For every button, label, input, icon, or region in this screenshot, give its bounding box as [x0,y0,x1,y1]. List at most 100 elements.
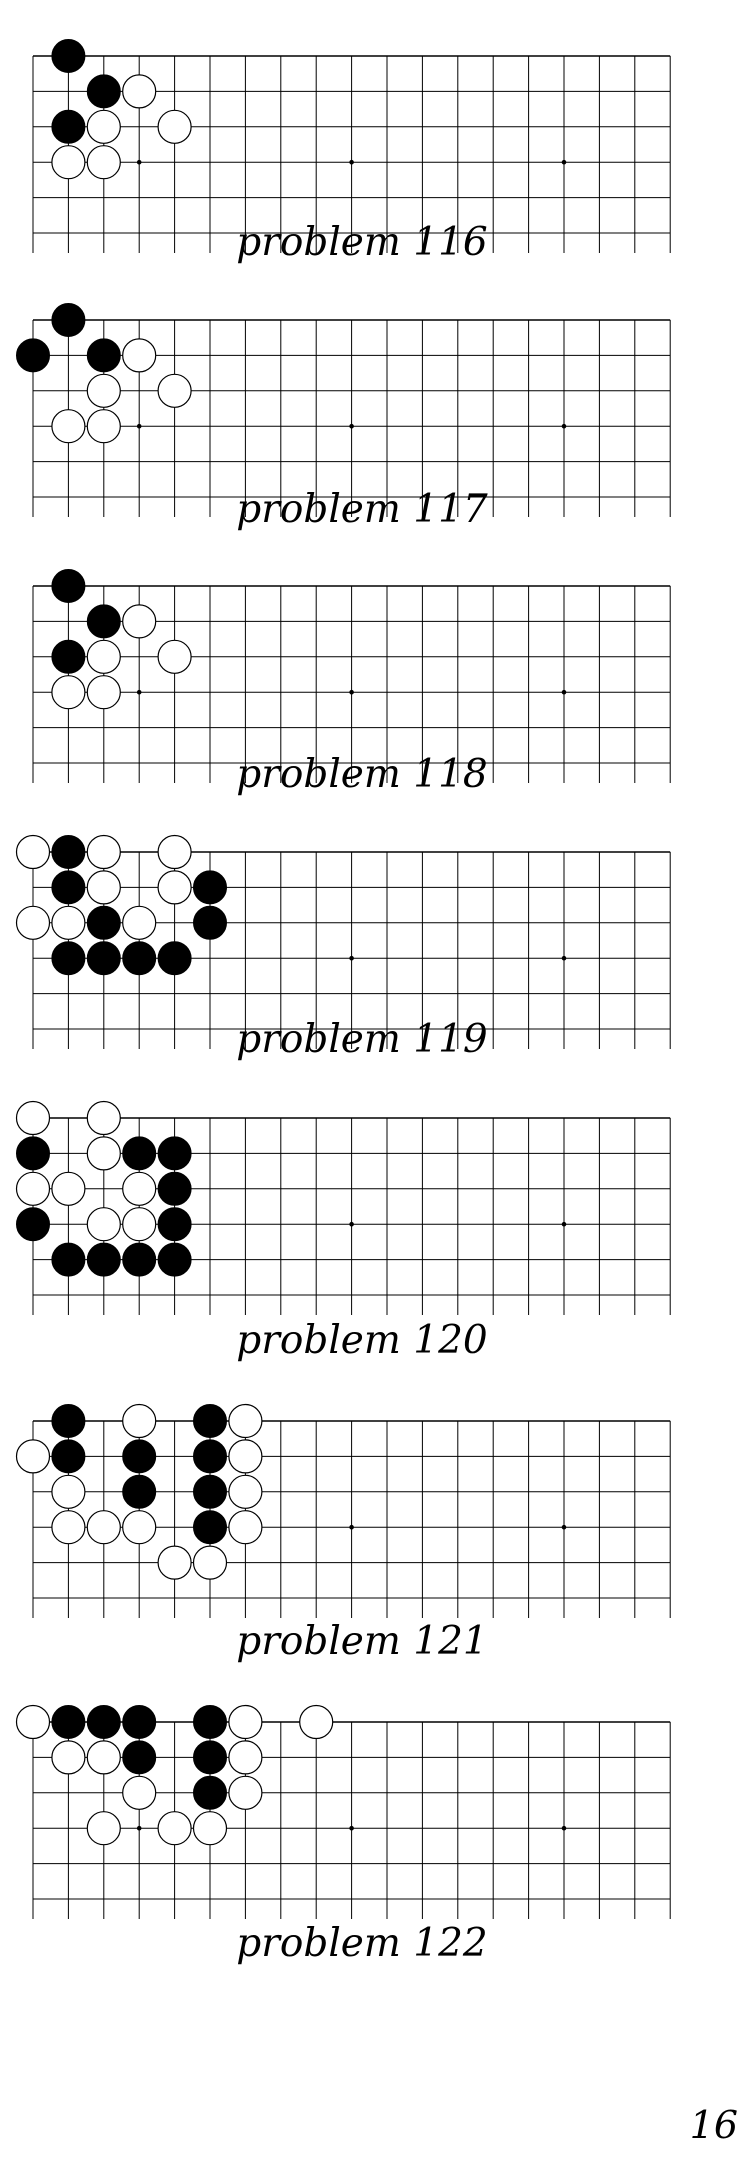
white-stone [157,109,192,144]
black-stone [51,303,86,337]
star-point [349,689,354,695]
white-stone [86,1811,121,1846]
go-board [15,1100,671,1315]
problem-caption: problem 119 [236,1017,488,1062]
black-stone [193,1705,227,1739]
star-point [136,1825,142,1831]
black-stone [193,1510,227,1545]
white-stone [86,409,121,444]
white-stone [157,834,192,870]
white-stone [122,338,157,373]
black-stone [157,1242,192,1277]
white-stone [192,1545,228,1580]
white-stone [86,870,121,905]
black-stone [193,1404,227,1438]
problem-caption: problem 122 [236,1921,488,1966]
white-stone [51,675,86,710]
black-stone [193,1775,227,1810]
white-stone [51,145,86,180]
white-stone [122,1207,157,1242]
black-stone [86,941,121,976]
white-stone [122,74,157,109]
white-stone [51,1171,86,1206]
white-stone [15,1171,51,1206]
black-stone [122,1439,157,1474]
black-stone [51,639,86,674]
white-stone [86,639,121,674]
star-point [561,689,567,695]
black-stone [193,1740,227,1775]
star-point [349,1221,354,1227]
go-diagram-problem-116 [0,20,724,253]
black-stone [86,905,121,940]
page-number: 16 [689,2103,738,2147]
white-stone [228,1740,263,1775]
black-stone [51,1705,86,1739]
go-diagram-problem-119 [0,816,724,1049]
white-stone [15,834,51,870]
problem-caption: problem 117 [236,487,488,532]
black-stone [51,1404,86,1438]
black-stone [16,1207,50,1242]
black-stone [157,941,192,976]
black-stone [122,1136,157,1171]
star-point [561,423,567,429]
black-stone [122,1474,157,1509]
star-point [349,1825,354,1831]
white-stone [122,604,157,639]
star-point [349,1524,354,1530]
go-board [16,303,671,517]
go-board [15,1704,671,1919]
white-stone [122,1403,157,1439]
white-stone [228,1403,263,1439]
white-stone [86,675,121,710]
white-stone [122,905,157,940]
black-stone [122,1740,157,1775]
white-stone [86,834,121,870]
black-stone [157,1207,192,1242]
go-board [32,569,671,783]
white-stone [86,373,121,408]
white-stone [51,1740,86,1775]
go-board [15,1403,671,1618]
go-diagram-problem-121 [0,1385,724,1625]
white-stone [15,1439,51,1474]
black-stone [51,1242,86,1277]
black-stone [16,1136,50,1171]
white-stone [86,1510,121,1545]
star-point [136,423,142,429]
go-board [15,834,671,1049]
problem-caption: problem 121 [236,1619,488,1664]
problem-caption: problem 118 [236,752,488,797]
black-stone [193,870,227,905]
white-stone [86,109,121,144]
white-stone [157,639,192,674]
white-stone [228,1510,263,1545]
white-stone [157,1811,192,1846]
white-stone [228,1704,263,1740]
white-stone [51,1510,86,1545]
star-point [349,159,354,165]
white-stone [192,1811,228,1846]
star-point [349,423,354,429]
go-board [32,39,671,253]
black-stone [51,941,86,976]
white-stone [51,1474,86,1509]
black-stone [16,338,50,373]
star-point [561,159,567,165]
black-stone [51,870,86,905]
white-stone [122,1171,157,1206]
black-stone [193,1474,227,1509]
white-stone [228,1439,263,1474]
board-grid [32,55,671,253]
black-stone [157,1136,192,1171]
white-stone [122,1775,157,1810]
white-stone [299,1704,334,1740]
go-diagram-problem-122 [0,1686,724,1926]
white-stone [15,1100,51,1136]
black-stone [51,569,86,603]
star-point [136,689,142,695]
star-point [561,1524,567,1530]
black-stone [86,604,121,639]
